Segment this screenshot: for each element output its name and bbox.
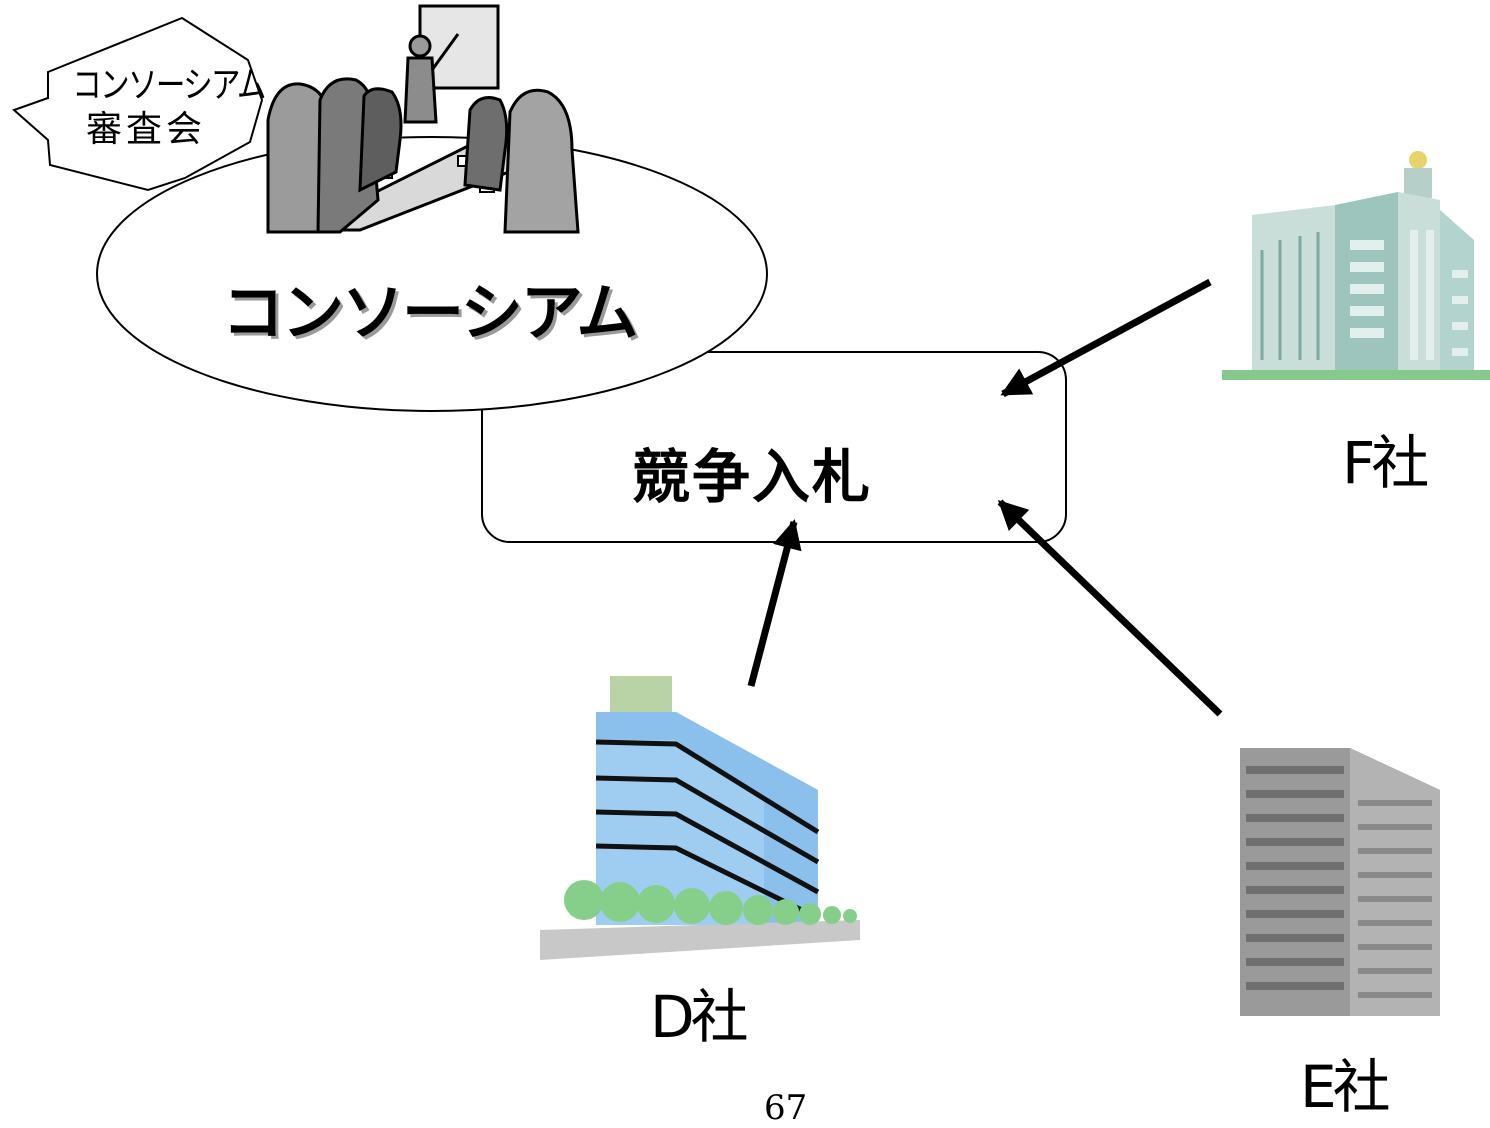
office-building-blue-icon bbox=[540, 676, 860, 960]
office-building-green-icon bbox=[1222, 151, 1490, 380]
callout-label: コンソーシアム 審査会 bbox=[56, 64, 266, 152]
company-label-d: D社 bbox=[650, 983, 749, 1051]
callout-line2: 審査会 bbox=[85, 109, 206, 150]
page-number: 67 bbox=[764, 1088, 808, 1128]
meeting-clipart-icon bbox=[266, 4, 580, 234]
callout-burst bbox=[12, 16, 264, 192]
consortium-ellipse bbox=[96, 136, 768, 412]
company-label-e: E社 bbox=[1300, 1053, 1391, 1121]
arrow-f-to-bidding bbox=[1000, 278, 1212, 398]
office-building-gray-icon bbox=[1240, 748, 1440, 1016]
arrow-e-to-bidding bbox=[997, 499, 1223, 717]
arrow-d-to-bidding bbox=[747, 519, 802, 687]
bidding-label: 競争入札 bbox=[632, 443, 873, 511]
consortium-label: コンソーシアム bbox=[222, 276, 638, 349]
callout-line1: コンソーシアム bbox=[72, 65, 266, 106]
company-label-f: F社 bbox=[1342, 429, 1429, 497]
